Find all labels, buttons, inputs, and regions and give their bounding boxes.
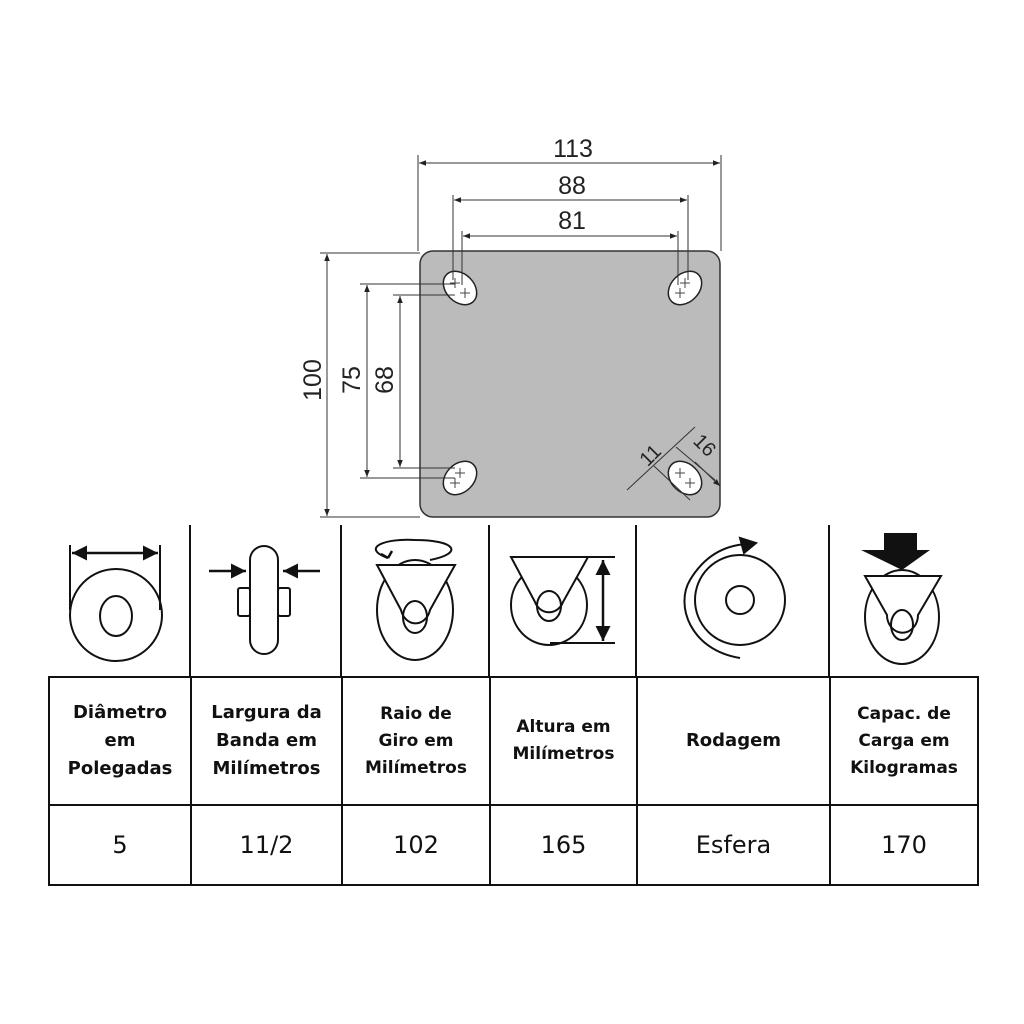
wheel-diameter-icon <box>69 545 163 662</box>
dim-100: 100 <box>299 359 327 401</box>
dim-81: 81 <box>558 207 586 235</box>
table-row: 5 11/2 102 165 Esfera 170 <box>48 804 979 886</box>
bearing-icon <box>683 536 786 659</box>
value-load-capacity: 170 <box>829 804 979 886</box>
value-bearing: Esfera <box>636 804 831 886</box>
value-tread-width: 11/2 <box>190 804 343 886</box>
icon-separators <box>189 525 830 676</box>
dim-75: 75 <box>338 366 366 394</box>
load-capacity-icon <box>861 533 943 665</box>
mounting-plate <box>419 250 721 518</box>
height-icon <box>509 556 615 646</box>
value-diameter: 5 <box>48 804 192 886</box>
header-bearing: Rodagem <box>636 676 831 806</box>
dim-113: 113 <box>553 135 593 163</box>
slot-hole <box>442 270 478 306</box>
tread-width-icon <box>209 545 320 655</box>
dimension-lines <box>320 155 722 518</box>
slot-hole <box>667 460 703 496</box>
value-height: 165 <box>489 804 638 886</box>
dim-88: 88 <box>558 172 586 200</box>
value-swivel-radius: 102 <box>341 804 491 886</box>
swivel-radius-icon <box>374 538 457 661</box>
dim-68: 68 <box>371 366 399 394</box>
